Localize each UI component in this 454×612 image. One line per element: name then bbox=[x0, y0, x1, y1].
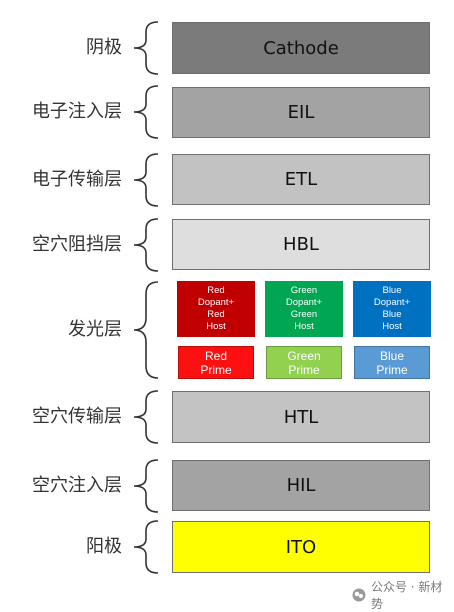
brace-etl bbox=[133, 153, 159, 207]
blue-host-box: Blue Dopant+ Blue Host bbox=[353, 281, 431, 337]
wechat-icon bbox=[352, 588, 366, 602]
red-host-box: Red Dopant+ Red Host bbox=[177, 281, 255, 337]
layer-hbl: HBL bbox=[172, 219, 430, 270]
brace-hbl bbox=[133, 218, 159, 272]
green-prime-box: Green Prime bbox=[266, 346, 342, 379]
brace-htl bbox=[133, 390, 159, 444]
label-hbl: 空穴阻挡层 bbox=[32, 234, 122, 255]
layer-htl: HTL bbox=[172, 391, 430, 443]
layer-etl: ETL bbox=[172, 154, 430, 205]
label-ito: 阳极 bbox=[86, 536, 122, 557]
brace-ito bbox=[133, 520, 159, 574]
watermark-text: 公众号 · 新材势 bbox=[370, 580, 443, 611]
red-prime-text: Red Prime bbox=[200, 348, 232, 377]
green-prime-text: Green Prime bbox=[287, 348, 321, 377]
layer-ito: ITO bbox=[172, 521, 430, 573]
label-hil: 空穴注入层 bbox=[32, 475, 122, 496]
brace-eil bbox=[133, 85, 159, 139]
label-eil: 电子注入层 bbox=[32, 101, 122, 122]
label-eml: 发光层 bbox=[68, 319, 122, 340]
layer-eil: EIL bbox=[172, 87, 430, 138]
red-host-text: Red Dopant+ Red Host bbox=[197, 285, 235, 332]
brace-eml bbox=[133, 281, 159, 379]
layer-hil: HIL bbox=[172, 460, 430, 511]
label-etl: 电子传输层 bbox=[32, 169, 122, 190]
watermark: 公众号 · 新材势 bbox=[352, 578, 454, 612]
blue-prime-text: Blue Prime bbox=[376, 348, 408, 377]
label-htl: 空穴传输层 bbox=[32, 406, 122, 427]
green-host-box: Green Dopant+ Green Host bbox=[265, 281, 343, 337]
label-cathode: 阴极 bbox=[86, 37, 122, 58]
brace-hil bbox=[133, 459, 159, 513]
brace-cathode bbox=[133, 21, 159, 75]
blue-host-text: Blue Dopant+ Blue Host bbox=[373, 285, 411, 332]
green-host-text: Green Dopant+ Green Host bbox=[285, 285, 323, 332]
red-prime-box: Red Prime bbox=[178, 346, 254, 379]
layer-cathode: Cathode bbox=[172, 22, 430, 74]
blue-prime-box: Blue Prime bbox=[354, 346, 430, 379]
